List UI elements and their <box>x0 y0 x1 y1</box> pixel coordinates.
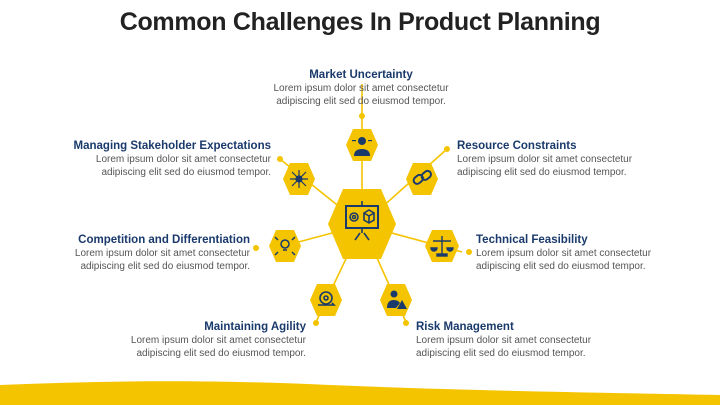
challenge-title: Market Uncertainty <box>309 69 413 81</box>
challenge-desc: adipiscing elit sed do eiusmod tempor. <box>80 261 250 272</box>
person-warning-icon <box>387 290 407 309</box>
node-resource <box>406 163 438 195</box>
challenge-desc: Lorem ipsum dolor sit amet consectetur <box>457 154 633 165</box>
challenge-stakeholder: Managing Stakeholder Expectations Lorem … <box>31 139 271 179</box>
challenge-desc: Lorem ipsum dolor sit amet consectetur <box>74 248 250 259</box>
challenge-desc: adipiscing elit sed do eiusmod tempor. <box>476 261 646 272</box>
lightbulb-expand-icon <box>274 236 296 256</box>
challenge-competition: Competition and Differentiation Lorem ip… <box>10 233 250 273</box>
challenge-desc: Lorem ipsum dolor sit amet consectetur <box>130 335 306 346</box>
challenge-technical: Technical Feasibility Lorem ipsum dolor … <box>476 233 716 273</box>
balance-scale-icon <box>430 236 454 257</box>
node-risk <box>380 284 412 316</box>
challenge-desc: Lorem ipsum dolor sit amet consectetur <box>95 154 271 165</box>
node-technical <box>425 230 459 262</box>
gear-cycle-arrow-icon <box>318 291 336 306</box>
challenge-title: Maintaining Agility <box>204 321 306 333</box>
node-market <box>346 129 378 161</box>
challenge-resource: Resource Constraints Lorem ipsum dolor s… <box>457 139 697 179</box>
node-competition <box>269 230 301 262</box>
node-stakeholder <box>283 163 315 195</box>
challenge-title: Managing Stakeholder Expectations <box>73 140 271 152</box>
challenge-desc: adipiscing elit sed do eiusmod tempor. <box>136 348 306 359</box>
challenge-title: Resource Constraints <box>457 140 577 152</box>
center-node <box>328 189 396 259</box>
challenge-desc: Lorem ipsum dolor sit amet consectetur <box>476 248 652 259</box>
challenge-agility: Maintaining Agility Lorem ipsum dolor si… <box>66 320 306 360</box>
challenge-desc: adipiscing elit sed do eiusmod tempor. <box>416 348 586 359</box>
challenge-desc: adipiscing elit sed do eiusmod tempor. <box>276 96 446 107</box>
challenge-desc: Lorem ipsum dolor sit amet consectetur <box>416 335 592 346</box>
person-question-icon <box>352 137 372 156</box>
challenge-title: Competition and Differentiation <box>78 234 250 246</box>
node-agility <box>310 284 342 316</box>
network-hub-icon <box>290 170 308 188</box>
challenge-desc: adipiscing elit sed do eiusmod tempor. <box>457 167 627 178</box>
broken-chain-link-icon <box>412 169 432 185</box>
bottom-wave-decoration <box>0 381 720 405</box>
page-title: Common Challenges In Product Planning <box>119 8 601 36</box>
challenge-title: Technical Feasibility <box>476 234 588 246</box>
challenge-desc: adipiscing elit sed do eiusmod tempor. <box>101 167 271 178</box>
presentation-board-gear-box-icon <box>345 201 379 241</box>
challenge-title: Risk Management <box>416 321 514 333</box>
connector-dots <box>253 113 472 326</box>
challenge-market: Market Uncertainty Lorem ipsum dolor sit… <box>241 68 481 108</box>
challenge-desc: Lorem ipsum dolor sit amet consectetur <box>273 83 449 94</box>
challenge-risk: Risk Management Lorem ipsum dolor sit am… <box>416 320 656 360</box>
